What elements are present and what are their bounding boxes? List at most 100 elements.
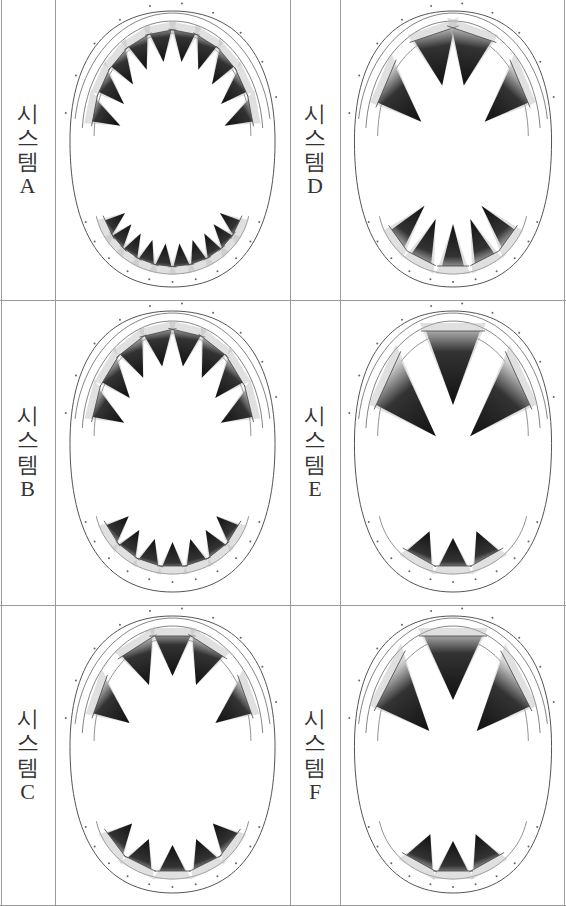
tooth-wedge bbox=[202, 337, 225, 378]
base-line bbox=[92, 675, 108, 718]
arch-line bbox=[379, 821, 526, 879]
system-label: 시스템 E bbox=[304, 404, 326, 501]
base-line bbox=[124, 855, 156, 871]
tooth-wedge bbox=[470, 219, 494, 264]
tooth-shadow bbox=[86, 669, 130, 723]
dot bbox=[518, 32, 520, 34]
tooth-wedge bbox=[215, 680, 251, 723]
base-line bbox=[92, 385, 101, 422]
tooth-wedge bbox=[485, 64, 528, 122]
system-label: 시스템 B bbox=[17, 404, 39, 501]
tooth-wedge bbox=[128, 839, 151, 869]
tooth-wedge bbox=[221, 72, 246, 104]
jaw-outline bbox=[70, 616, 275, 893]
dot bbox=[376, 648, 378, 650]
jaw-outline bbox=[354, 311, 551, 592]
base-line bbox=[104, 829, 126, 858]
base-line bbox=[510, 60, 530, 108]
tooth-shadow bbox=[436, 224, 470, 274]
dot bbox=[85, 826, 87, 828]
arch-line bbox=[82, 321, 262, 428]
dot bbox=[536, 826, 538, 828]
base-line bbox=[402, 853, 437, 873]
dot bbox=[536, 221, 538, 223]
dot bbox=[212, 312, 214, 314]
tooth-wedge bbox=[193, 637, 223, 685]
dot bbox=[65, 412, 67, 414]
base-line bbox=[140, 328, 177, 337]
label-cell: 시스템 E bbox=[290, 300, 340, 605]
arch-line bbox=[379, 516, 526, 574]
dental-arch-figure bbox=[341, 301, 565, 604]
tooth-wedge bbox=[150, 30, 172, 62]
dot bbox=[148, 883, 150, 885]
dot bbox=[491, 312, 493, 314]
base-line bbox=[505, 351, 532, 409]
grid-line bbox=[55, 0, 56, 906]
tooth-wedge bbox=[99, 72, 124, 104]
base-line bbox=[104, 521, 120, 546]
dot bbox=[376, 43, 378, 45]
arch-line bbox=[378, 33, 529, 136]
tooth-wedge bbox=[216, 516, 238, 542]
base-line bbox=[433, 871, 473, 872]
dot bbox=[408, 570, 410, 572]
dot bbox=[514, 257, 516, 259]
tooth-shadow bbox=[97, 213, 126, 246]
tooth-wedge bbox=[376, 356, 436, 437]
tooth-shadow bbox=[470, 219, 502, 274]
dot bbox=[430, 305, 432, 307]
grid-line bbox=[0, 300, 566, 301]
dot bbox=[65, 112, 67, 114]
dot bbox=[348, 412, 350, 414]
dot bbox=[258, 521, 260, 523]
dot bbox=[368, 221, 370, 223]
dot bbox=[430, 610, 432, 612]
dot bbox=[249, 846, 251, 848]
dot bbox=[553, 396, 555, 398]
base-line bbox=[92, 95, 98, 126]
base-line bbox=[501, 651, 532, 711]
tooth-wedge bbox=[191, 240, 206, 264]
base-line bbox=[199, 334, 229, 357]
arch-line bbox=[75, 13, 270, 119]
dot bbox=[461, 3, 463, 5]
tooth-wedge bbox=[198, 35, 217, 70]
label-cell: 시스템 D bbox=[290, 0, 340, 300]
tooth-wedge bbox=[163, 542, 183, 566]
dot bbox=[65, 717, 67, 719]
system-label: 시스템 F bbox=[304, 707, 326, 804]
base-line bbox=[434, 566, 472, 567]
dot bbox=[452, 886, 454, 888]
dot bbox=[212, 12, 214, 14]
dot bbox=[75, 75, 77, 77]
dot bbox=[275, 701, 277, 703]
tooth-shadow bbox=[370, 53, 421, 122]
dot bbox=[94, 343, 96, 345]
tooth-wedge bbox=[225, 100, 253, 126]
grid-line bbox=[0, 605, 566, 606]
base-line bbox=[108, 46, 129, 71]
dot bbox=[368, 521, 370, 523]
tooth-wedge bbox=[174, 30, 196, 62]
base-line bbox=[134, 557, 162, 567]
arch-line bbox=[82, 21, 262, 128]
tooth-shadow bbox=[418, 628, 488, 700]
dot bbox=[491, 12, 493, 14]
tooth-shadow bbox=[113, 326, 145, 378]
dot bbox=[240, 332, 242, 334]
base-line bbox=[125, 33, 152, 50]
tooth-shadow bbox=[447, 18, 498, 86]
tooth-wedge bbox=[470, 356, 530, 437]
dot bbox=[149, 610, 151, 612]
tooth-wedge bbox=[212, 50, 234, 85]
tooth-wedge bbox=[93, 390, 124, 423]
dot bbox=[390, 557, 392, 559]
tooth-wedge bbox=[120, 530, 140, 557]
tooth-shadow bbox=[470, 344, 537, 436]
dot bbox=[518, 637, 520, 639]
dot bbox=[452, 581, 454, 583]
tooth-wedge bbox=[187, 539, 206, 565]
dot bbox=[429, 883, 431, 885]
tooth-wedge bbox=[92, 100, 120, 126]
